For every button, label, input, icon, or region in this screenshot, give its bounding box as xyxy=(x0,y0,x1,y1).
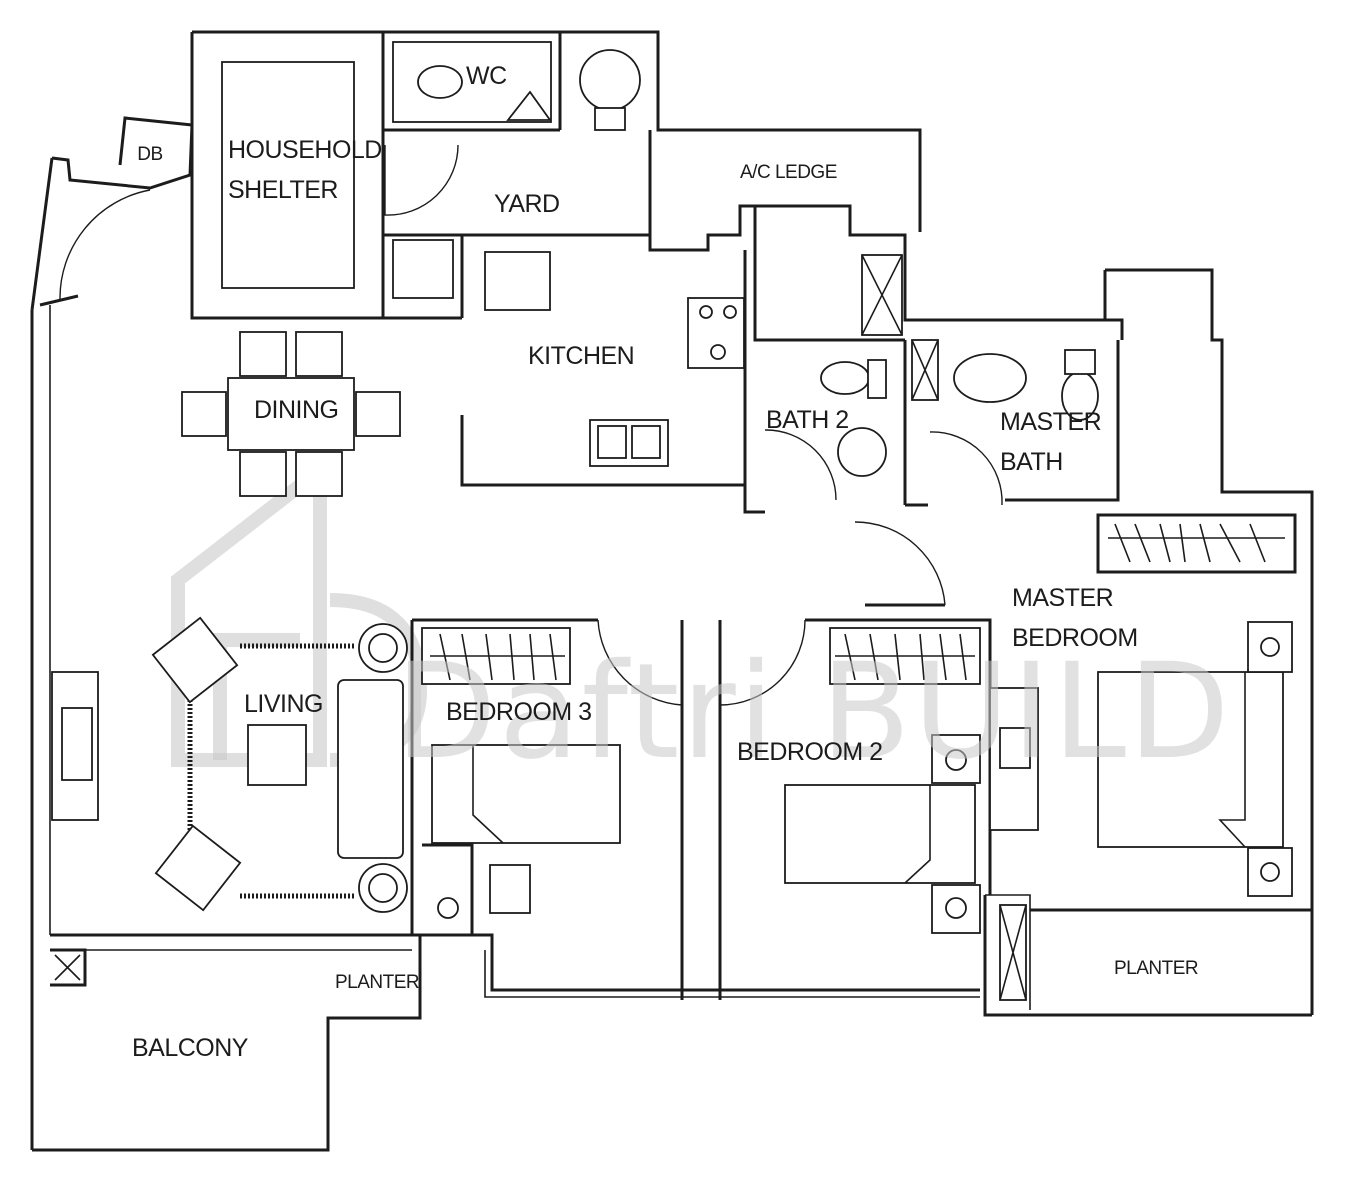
label-household: HOUSEHOLD xyxy=(228,136,382,164)
shelter-inner xyxy=(221,61,355,289)
label-master-bath-2: BATH xyxy=(1000,448,1063,476)
label-kitchen: KITCHEN xyxy=(528,342,634,370)
label-planter-right: PLANTER xyxy=(1114,958,1198,979)
label-master-bath-1: MASTER xyxy=(1000,408,1101,436)
entrance-door xyxy=(59,189,151,301)
coffee-table-icon xyxy=(247,724,307,786)
mbath-basin-icon xyxy=(953,353,1027,403)
label-planter-left: PLANTER xyxy=(335,972,419,993)
yard-door xyxy=(384,144,459,216)
room-labels: WC DB HOUSEHOLD SHELTER YARD A/C LEDGE K… xyxy=(132,62,1199,1062)
bedroom2-door xyxy=(719,619,806,706)
bed2-bed-icon xyxy=(784,784,976,884)
living-rug xyxy=(187,643,355,899)
label-living: LIVING xyxy=(244,690,323,718)
master-door xyxy=(854,521,946,606)
bath2-shower-icon xyxy=(837,427,887,477)
fixtures xyxy=(51,41,1293,1001)
bedroom3-door xyxy=(597,619,683,706)
dining-table-icon xyxy=(227,377,355,451)
sofa-icon xyxy=(337,679,404,859)
wc-shower-icon xyxy=(506,90,552,121)
wc-toilet-icon xyxy=(417,65,463,99)
label-dining: DINING xyxy=(254,396,339,424)
label-bedroom2: BEDROOM 2 xyxy=(737,738,883,766)
watermark-text: Daftri BUILD xyxy=(395,635,1232,789)
lamp-icon xyxy=(945,749,967,771)
yard-sink-icon xyxy=(392,239,454,299)
water-heater-icon xyxy=(579,49,641,111)
label-bedroom3: BEDROOM 3 xyxy=(446,698,592,726)
armchair-icon xyxy=(151,616,239,704)
label-yard: YARD xyxy=(494,190,560,218)
label-master-bedroom-2: BEDROOM xyxy=(1012,624,1138,652)
bath2-basin-icon xyxy=(820,361,870,395)
desk-chair-icon xyxy=(489,864,531,914)
lamp-icon xyxy=(1260,637,1280,657)
label-ac-ledge: A/C LEDGE xyxy=(740,162,837,183)
bath2-door xyxy=(764,429,837,501)
label-shelter: SHELTER xyxy=(228,176,338,204)
master-bed-icon xyxy=(1097,671,1284,848)
label-db: DB xyxy=(137,144,162,165)
mbath-door xyxy=(929,431,1003,506)
label-bath2: BATH 2 xyxy=(766,406,849,434)
lamp-icon xyxy=(437,897,459,919)
armchair-icon xyxy=(154,824,242,912)
lamp-icon xyxy=(945,897,967,919)
label-wc: WC xyxy=(466,62,507,90)
lamp-icon xyxy=(1260,862,1280,882)
bed3-bed-icon xyxy=(431,744,621,844)
label-balcony: BALCONY xyxy=(132,1034,249,1062)
fridge-icon xyxy=(484,251,551,311)
label-master-bedroom-1: MASTER xyxy=(1012,584,1113,612)
